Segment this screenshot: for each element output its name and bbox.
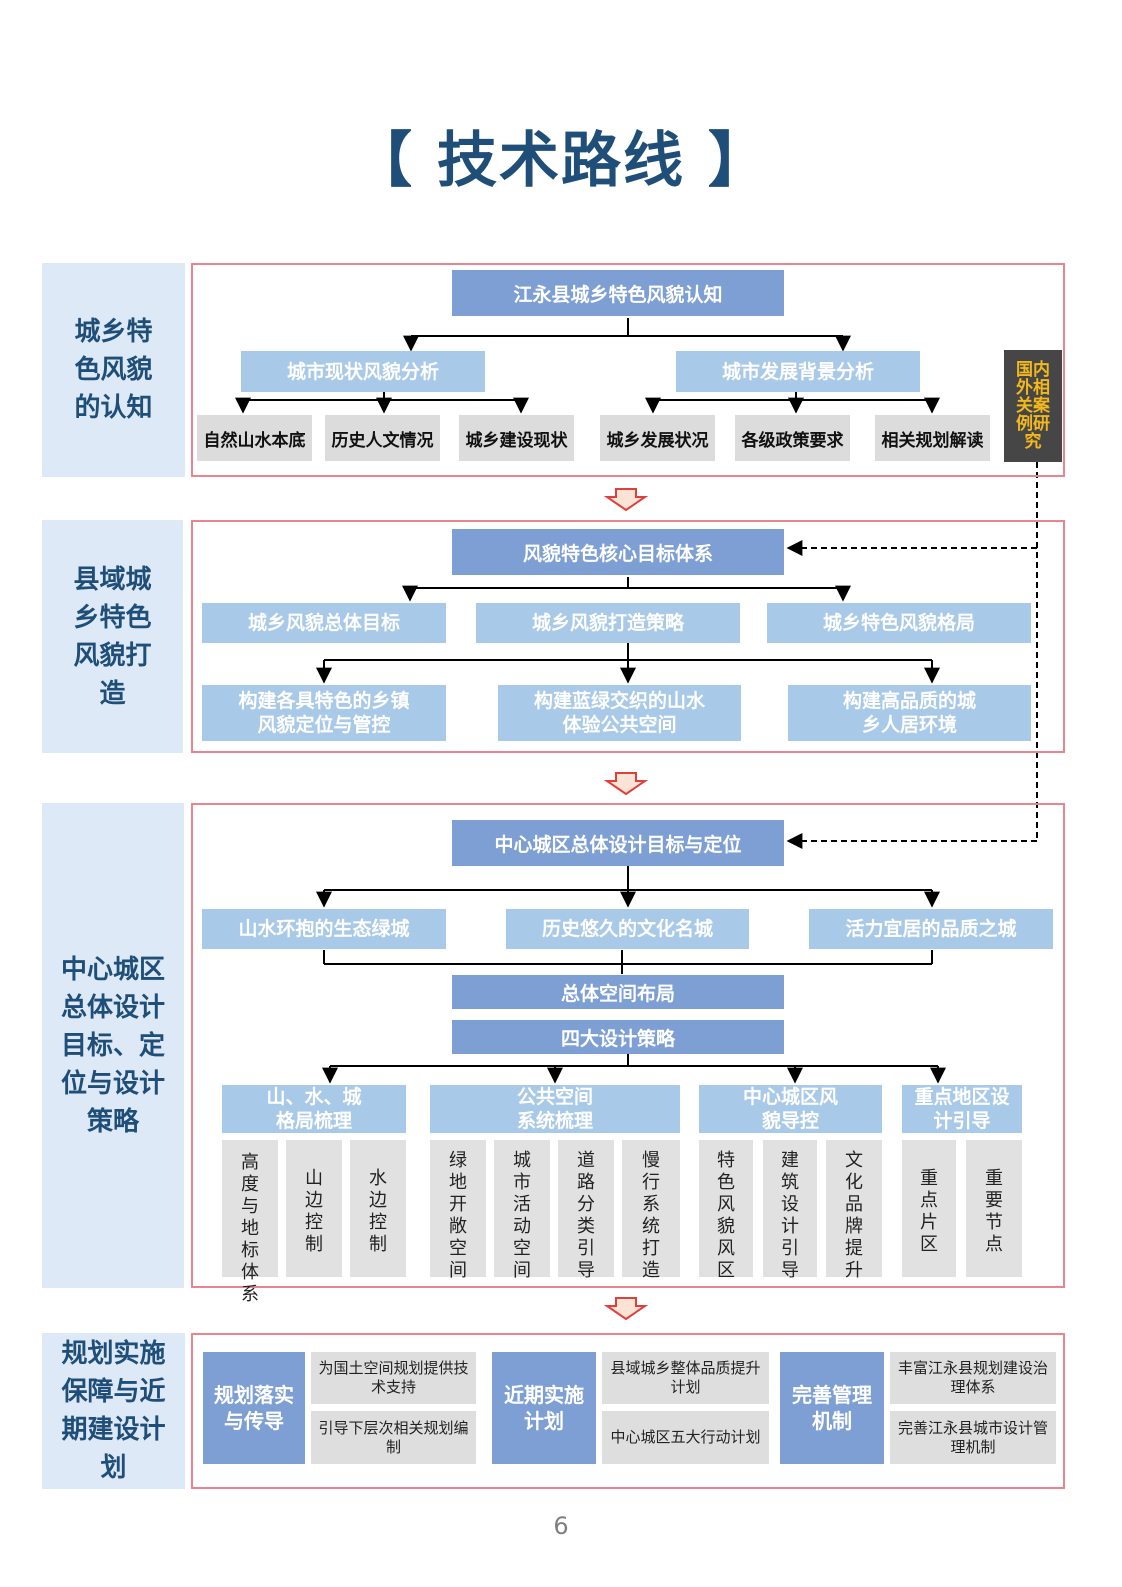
impl-item: 中心城区五大行动计划 [602,1411,769,1464]
blue-green-box: 构建蓝绿交织的山水体验公共空间 [498,685,741,741]
root-box-cognition: 江永县城乡特色风貌认知 [452,270,784,316]
strategy-box: 城乡风貌打造策略 [476,603,740,643]
page-number: 6 [553,1512,569,1540]
item-policy-requirements: 各级政策要求 [735,415,850,461]
strategy-item: 重点片区 [902,1140,956,1277]
strategy-item-label: 文化品牌提升 [845,1150,863,1281]
strategy-item: 重要节点 [966,1140,1022,1277]
item-planning-interpretation: 相关规划解读 [875,415,990,461]
strategy-item-label: 道路分类引导 [577,1150,595,1281]
strategy-item-label: 水边控制 [369,1167,387,1255]
item-construction-status: 城乡建设现状 [459,415,574,461]
impl-item: 为国土空间规划提供技术支持 [311,1352,476,1404]
case-study-label: 国内外相关案例研究 [1016,360,1050,452]
strategy-item: 城市活动空间 [494,1140,550,1281]
strategy-item-label: 特色风貌风区 [717,1150,735,1281]
current-analysis-box: 城市现状风貌分析 [241,351,485,392]
strategy-item-label: 重点片区 [920,1167,938,1255]
strategy-item: 绿地开敞空间 [430,1140,486,1281]
section-label-shaping: 县域城乡特色风貌打造 [42,520,183,753]
goal-quality-city: 活力宜居的品质之城 [809,909,1053,949]
group-title-mountain-water: 山、水、城格局梳理 [222,1085,406,1133]
pattern-box: 城乡特色风貌格局 [767,603,1031,643]
item-natural-base: 自然山水本底 [197,415,312,461]
impl-item: 县域城乡整体品质提升计划 [602,1352,769,1404]
section-frame-central [191,803,1065,1288]
goal-eco-city: 山水环抱的生态绿城 [202,909,446,949]
strategy-item: 水边控制 [350,1140,406,1277]
item-development-status: 城乡发展状况 [600,415,715,461]
strategy-item: 建筑设计引导 [763,1140,817,1281]
section-frame-implementation [191,1333,1065,1489]
section-label-implementation: 规划实施保障与近期建设计划 [42,1333,185,1489]
strategy-item: 慢行系统打造 [622,1140,680,1281]
spatial-layout-box: 总体空间布局 [452,975,784,1009]
impl-item: 完善江永县城市设计管理机制 [890,1411,1056,1464]
living-environment-box: 构建高品质的城乡人居环境 [788,685,1031,741]
strategy-item: 高度与地标体系 [222,1140,278,1305]
background-analysis-box: 城市发展背景分析 [676,351,920,392]
impl-item: 丰富江永县规划建设治理体系 [890,1352,1056,1404]
strategy-item: 山边控制 [286,1140,342,1277]
group-title-style-control: 中心城区风貌导控 [699,1085,882,1133]
strategy-item-label: 慢行系统打造 [642,1150,660,1281]
design-strategy-box: 四大设计策略 [452,1020,784,1054]
group-title-public-space: 公共空间系统梳理 [430,1085,680,1133]
section-frame-cognition [191,263,1065,477]
section-frame-shaping [191,520,1065,753]
group-title-key-area: 重点地区设计引导 [902,1085,1022,1133]
section-label-central: 中心城区总体设计目标、定位与设计策略 [42,803,184,1288]
strategy-item: 文化品牌提升 [826,1140,882,1281]
item-history-culture: 历史人文情况 [325,415,440,461]
strategy-item-label: 城市活动空间 [513,1150,531,1281]
strategy-item: 特色风貌风区 [699,1140,753,1281]
township-box: 构建各具特色的乡镇风貌定位与管控 [202,685,446,741]
root-box-central: 中心城区总体设计目标与定位 [452,820,784,866]
strategy-item-label: 高度与地标体系 [241,1152,259,1305]
page-title: 【 技术路线 】 [352,126,770,196]
overall-goal-box: 城乡风貌总体目标 [202,603,446,643]
root-box-goal-system: 风貌特色核心目标体系 [452,529,784,575]
strategy-item-label: 绿地开敞空间 [449,1150,467,1281]
strategy-item-label: 山边控制 [305,1167,323,1255]
strategy-item-label: 重要节点 [985,1167,1003,1255]
impl-title-management: 完善管理机制 [780,1352,884,1464]
impl-title-transmission: 规划落实与传导 [203,1352,305,1464]
case-study-box: 国内外相关案例研究 [1004,350,1062,462]
section-label-cognition: 城乡特色风貌的认知 [42,263,185,477]
impl-item: 引导下层次相关规划编制 [311,1411,476,1464]
goal-culture-city: 历史悠久的文化名城 [506,909,749,949]
strategy-item: 道路分类引导 [558,1140,614,1281]
strategy-item-label: 建筑设计引导 [781,1150,799,1281]
impl-title-near-term: 近期实施计划 [492,1352,596,1464]
